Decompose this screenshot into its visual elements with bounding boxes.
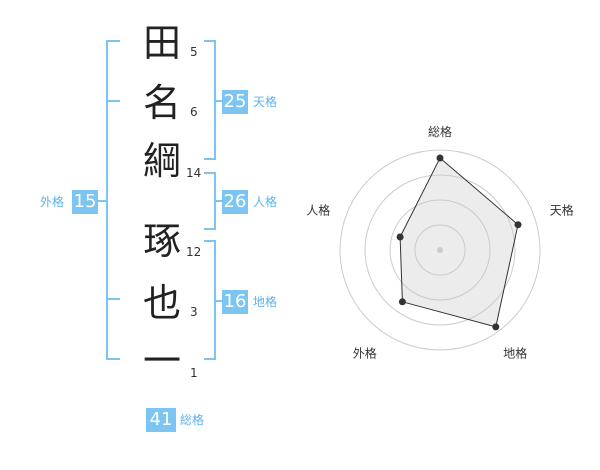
radar-axis-label-4: 外格 [353, 346, 377, 361]
stroke-count-3: 14 [186, 166, 202, 180]
outer-bracket-top [106, 40, 120, 42]
chikaku-bracket-bottom [204, 358, 216, 360]
radar-ring-3 [364, 174, 516, 326]
radar-point-3 [492, 323, 500, 331]
outer-bracket-tick-2 [106, 298, 120, 300]
name-char-2: 名 [142, 81, 181, 125]
jinkaku-label: 人格 [253, 195, 278, 209]
radar-point-4 [398, 298, 406, 306]
radar-ring-2 [389, 199, 491, 301]
tenkaku-bracket-connector [214, 100, 222, 102]
stroke-count-4: 12 [186, 245, 202, 259]
radar-center [437, 247, 443, 253]
radar-point-2 [514, 221, 522, 229]
radar-point-5 [396, 233, 404, 241]
name-char-3: 綱 [142, 139, 181, 183]
chikaku-bracket-top [204, 240, 216, 242]
radar-axis-label-5: 人格 [306, 202, 330, 217]
radar-point-1 [436, 154, 444, 162]
outer-bracket-vertical [106, 40, 108, 360]
jinkaku-bracket-bottom [204, 228, 216, 230]
tenkaku-label: 天格 [253, 95, 278, 109]
jinkaku-bracket-connector [214, 200, 222, 202]
soukaku-score: 41 [146, 408, 176, 432]
chikaku-score: 16 [222, 290, 248, 314]
jinkaku-score: 26 [222, 190, 248, 214]
outer-bracket-bottom [106, 358, 120, 360]
radar-ring-4 [339, 149, 541, 351]
gaikaku-label: 外格 [40, 195, 65, 209]
radar-axis-label-3: 地格 [503, 346, 527, 361]
tenkaku-score: 25 [222, 90, 248, 114]
name-char-1: 田 [142, 21, 181, 65]
stroke-count-6: 1 [190, 366, 198, 380]
radar-ring-1 [414, 224, 466, 276]
chikaku-bracket-connector [214, 300, 222, 302]
tenkaku-bracket-bottom [204, 158, 216, 160]
outer-bracket-tick-1 [106, 100, 120, 102]
name-char-6: 一 [142, 339, 181, 383]
radar-polygon [399, 157, 519, 328]
chikaku-label: 地格 [253, 295, 278, 309]
stroke-count-1: 5 [190, 45, 198, 59]
gaikaku-score: 15 [72, 190, 98, 214]
name-char-4: 琢 [142, 219, 181, 263]
soukaku-label: 総格 [180, 413, 205, 427]
name-char-5: 也 [142, 281, 181, 325]
stroke-count-2: 6 [190, 105, 198, 119]
radar-axis-label-2: 天格 [550, 202, 574, 217]
tenkaku-bracket-top [204, 40, 216, 42]
stroke-count-5: 3 [190, 305, 198, 319]
outer-bracket-connector [98, 200, 106, 202]
radar-axis-label-1: 総格 [428, 124, 452, 139]
jinkaku-bracket-top [204, 172, 216, 174]
